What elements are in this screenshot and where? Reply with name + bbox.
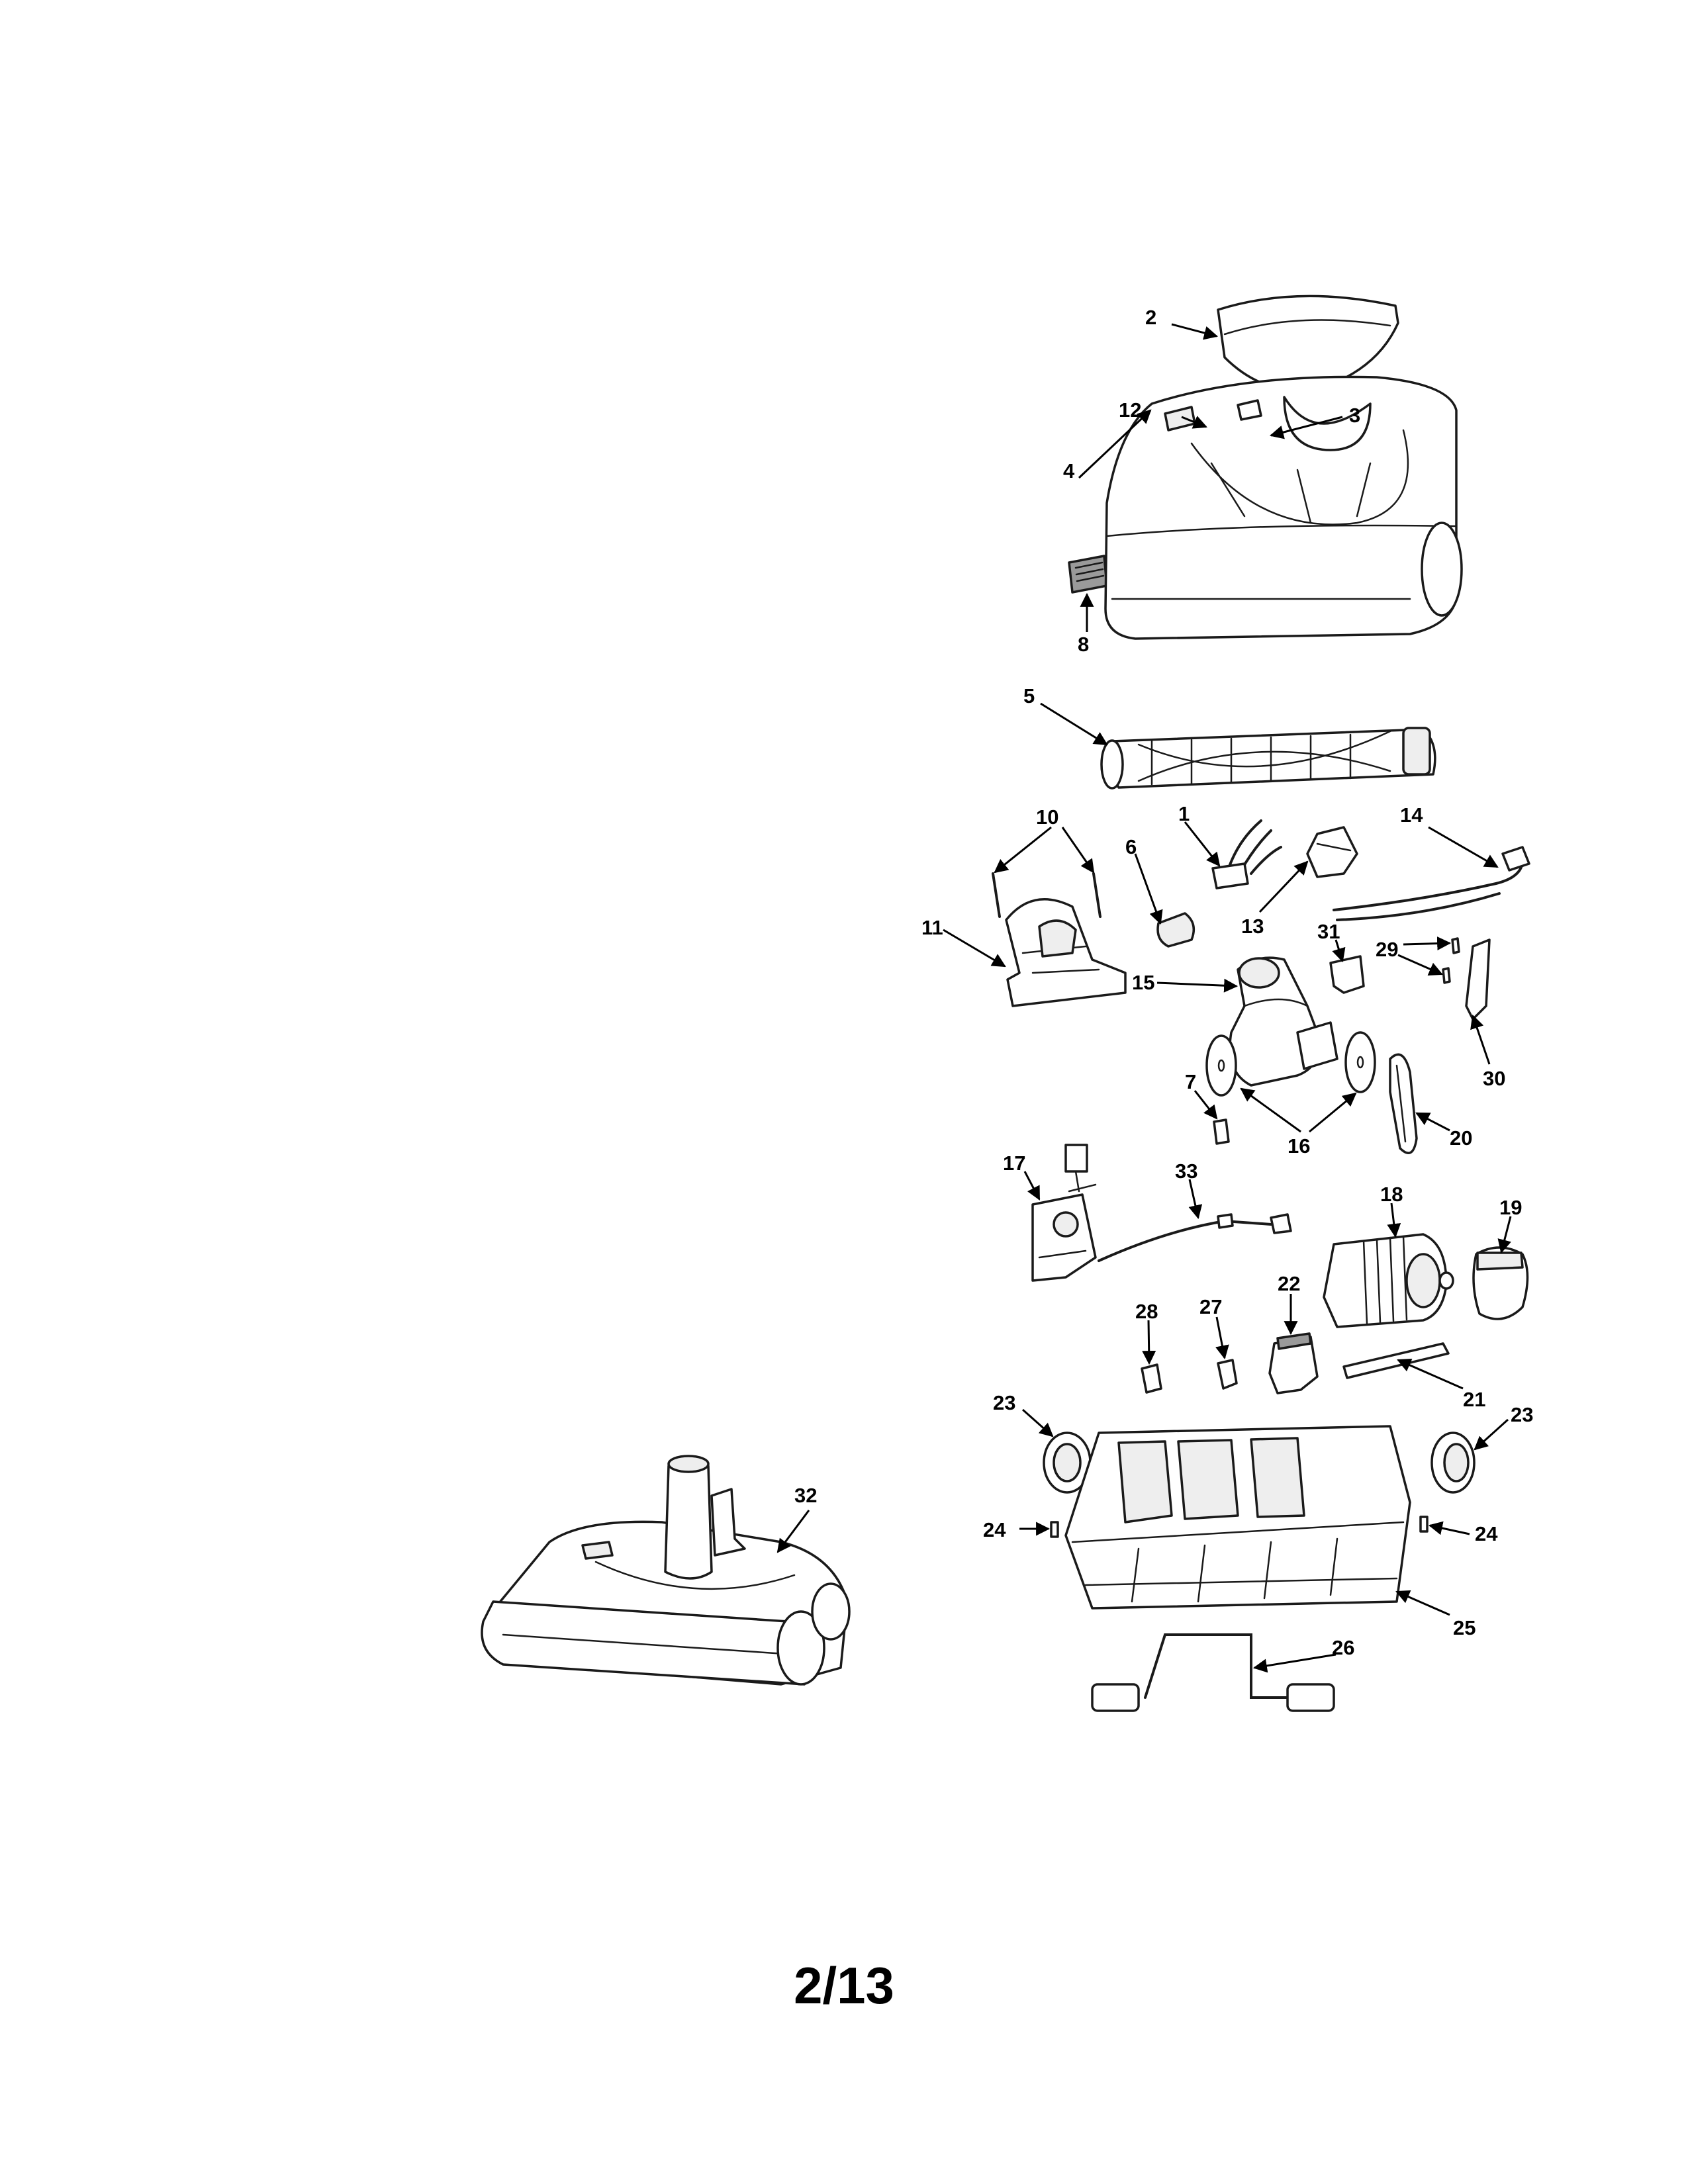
callout-11: 11 bbox=[921, 916, 943, 939]
callout-6: 6 bbox=[1125, 835, 1137, 858]
part-4-nozzle-hood bbox=[1104, 375, 1463, 640]
callout-2: 2 bbox=[1145, 306, 1156, 329]
callout-23-left: 23 bbox=[993, 1391, 1015, 1414]
callout-15: 15 bbox=[1132, 971, 1154, 994]
part-18-motor bbox=[1323, 1233, 1454, 1328]
callout-labels: 2 12 3 4 8 5 10 11 6 1 13 14 31 29 30 15… bbox=[794, 306, 1533, 1659]
part-23-wheel-right bbox=[1430, 1432, 1476, 1494]
callout-13: 13 bbox=[1241, 915, 1264, 938]
page-number: 2/13 bbox=[794, 1956, 894, 2015]
callout-17: 17 bbox=[1003, 1152, 1025, 1175]
callout-5: 5 bbox=[1023, 684, 1035, 707]
part-27-clip bbox=[1217, 1359, 1238, 1390]
part-24-pins bbox=[1050, 1516, 1429, 1538]
callout-14: 14 bbox=[1400, 803, 1423, 827]
part-15-swivel-neck bbox=[1229, 956, 1338, 1087]
callout-28: 28 bbox=[1135, 1300, 1158, 1323]
callout-27: 27 bbox=[1199, 1295, 1222, 1318]
part-13-switch-cover bbox=[1306, 826, 1358, 878]
callout-3: 3 bbox=[1349, 404, 1360, 427]
callout-25: 25 bbox=[1453, 1616, 1476, 1639]
callout-12: 12 bbox=[1119, 398, 1141, 422]
part-11-neck-bracket bbox=[1005, 898, 1127, 1007]
callout-26: 26 bbox=[1332, 1636, 1354, 1659]
callout-19: 19 bbox=[1499, 1196, 1522, 1219]
part-14-wire-harness bbox=[1333, 846, 1530, 921]
callout-22: 22 bbox=[1278, 1272, 1300, 1295]
part-21-rod bbox=[1342, 1342, 1450, 1379]
callout-18: 18 bbox=[1380, 1183, 1403, 1206]
part-32-nozzle-assembly bbox=[481, 1455, 851, 1686]
part-29-screws bbox=[1442, 937, 1460, 984]
part-25-base bbox=[1064, 1425, 1411, 1610]
callout-32: 32 bbox=[794, 1484, 817, 1507]
part-33-lead-wire bbox=[1098, 1213, 1292, 1262]
part-10-pins bbox=[992, 872, 1102, 918]
part-19-band bbox=[1472, 1246, 1529, 1320]
leader-lines bbox=[776, 323, 1512, 1673]
part-7-wire-nut bbox=[1213, 1118, 1230, 1145]
part-30-bracket bbox=[1465, 938, 1491, 1021]
callout-4: 4 bbox=[1063, 459, 1075, 482]
callout-24-right: 24 bbox=[1475, 1522, 1498, 1545]
callout-21: 21 bbox=[1463, 1388, 1485, 1411]
callout-31: 31 bbox=[1317, 920, 1340, 943]
part-22-latch-bracket bbox=[1268, 1332, 1319, 1394]
part-1-connector bbox=[1211, 819, 1282, 889]
part-31-clip bbox=[1329, 955, 1365, 994]
callout-24-left: 24 bbox=[983, 1518, 1006, 1541]
part-17-switch-assembly bbox=[1031, 1144, 1097, 1282]
callout-30: 30 bbox=[1483, 1067, 1505, 1090]
callout-8: 8 bbox=[1078, 633, 1089, 656]
callout-16: 16 bbox=[1288, 1134, 1310, 1158]
part-20-belt bbox=[1389, 1053, 1418, 1154]
callout-1: 1 bbox=[1178, 802, 1190, 825]
callout-10: 10 bbox=[1036, 805, 1058, 829]
callout-7: 7 bbox=[1185, 1070, 1196, 1093]
callout-33: 33 bbox=[1175, 1160, 1197, 1183]
callout-29: 29 bbox=[1376, 938, 1398, 961]
part-8-grille bbox=[1068, 555, 1108, 594]
callout-20: 20 bbox=[1450, 1126, 1472, 1150]
part-16-discs bbox=[1205, 1031, 1376, 1097]
part-28-clip bbox=[1141, 1363, 1162, 1394]
part-6-latch bbox=[1156, 912, 1196, 948]
part-26-axle bbox=[1091, 1633, 1335, 1712]
part-5-brush-roll bbox=[1100, 727, 1436, 790]
callout-23-right: 23 bbox=[1511, 1403, 1533, 1426]
